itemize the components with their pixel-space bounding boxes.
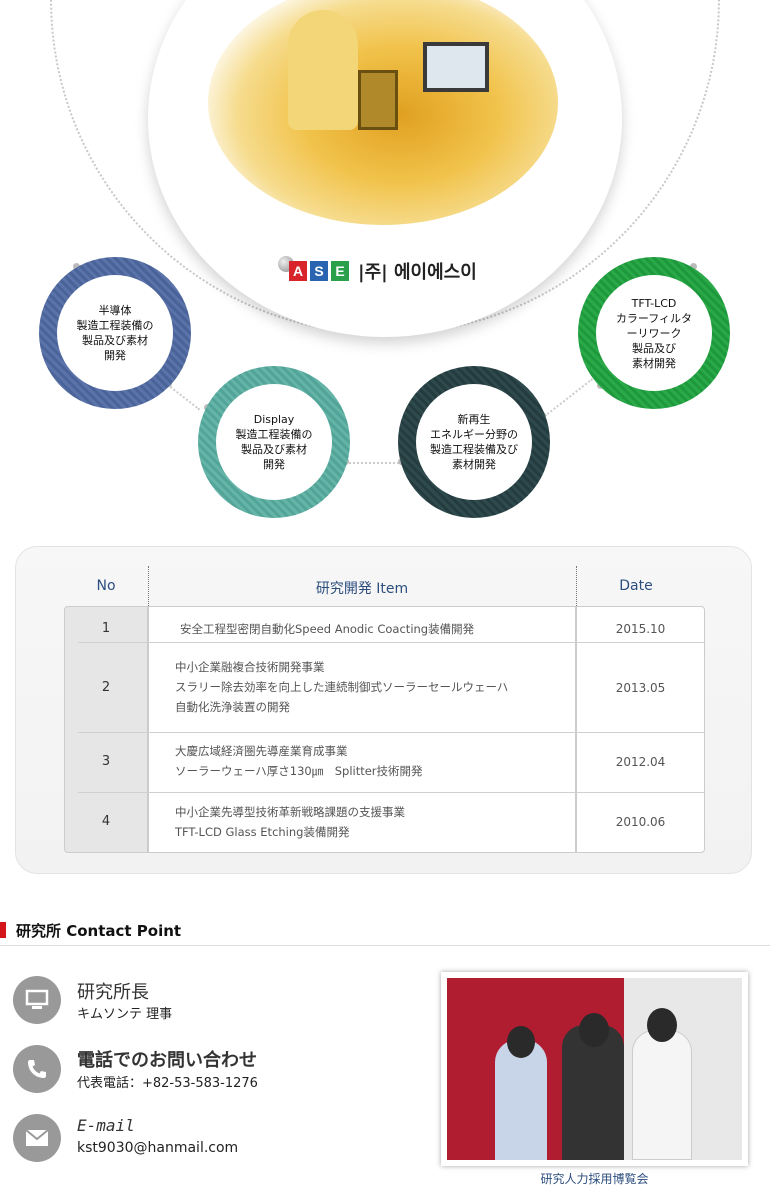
header-no: No	[96, 578, 116, 594]
recruitment-fair-photo	[441, 972, 748, 1166]
area-semiconductor: 半導体 製造工程装備の 製品及び素材 開発	[39, 257, 191, 409]
phone-contact-title: 電話でのお問い合わせ	[77, 1050, 257, 1071]
hero-circle: A S E |주| 에이에스이	[148, 0, 622, 337]
header-date: Date	[619, 578, 653, 594]
lab-director-title: 研究所長	[77, 982, 149, 1003]
lab-director-name: キムソンテ 理事	[77, 1007, 173, 1022]
area-display: Display 製造工程装備の 製品及び素材 開発	[198, 366, 350, 518]
phone-icon	[13, 1045, 61, 1093]
phone-number[interactable]: 代表電話：+82-53-583-1276	[77, 1076, 258, 1091]
header-item: 研究開発 Item	[315, 581, 409, 597]
area-tft-lcd: TFT-LCD カラーフィルタ ーリワーク 製品及び 素材開発	[578, 257, 730, 409]
email-address[interactable]: kst9030@hanmail.com	[77, 1140, 239, 1156]
mail-icon	[13, 1114, 61, 1162]
company-logo: A S E |주| 에이에스이	[278, 256, 477, 284]
cleanroom-photo	[208, 0, 558, 225]
photo-caption: 研究人力採用博覧会	[540, 1172, 649, 1186]
email-title: E-mail	[77, 1116, 135, 1135]
area-renewable-energy: 新再生 エネルギー分野の 製造工程装備及び 素材開発	[398, 366, 550, 518]
contact-section-title: 研究所 Contact Point	[0, 918, 181, 942]
monitor-icon	[13, 976, 61, 1024]
